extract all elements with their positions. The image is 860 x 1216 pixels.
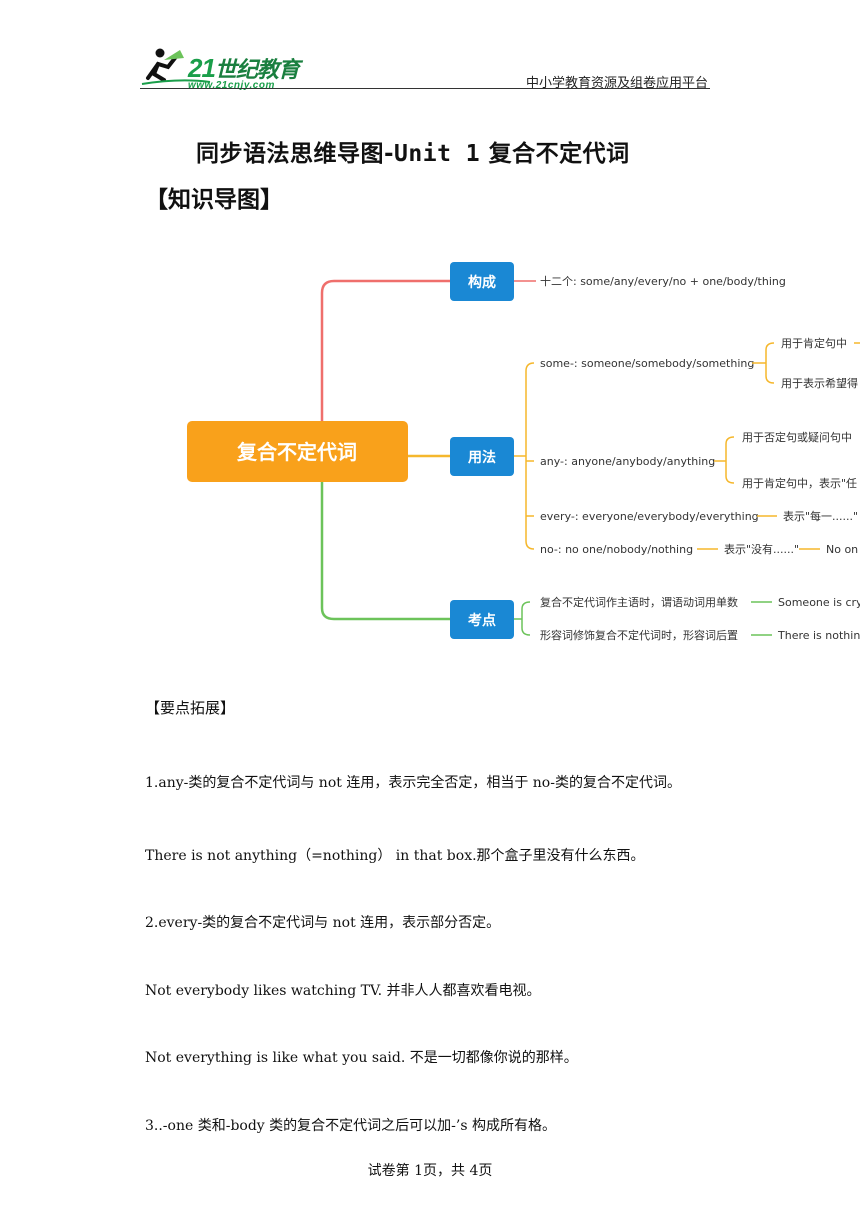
logo-chinese: 世纪教育 [214,57,300,82]
branch-label-construct: 构成 [468,274,496,291]
usage-every-tail: 表示"每一......" [783,509,858,523]
page-title: 同步语法思维导图-Unit 1 复合不定代词 [196,134,630,168]
connector-points [320,482,450,621]
usage-no-tail: 表示"没有......" [724,542,799,556]
paragraph: Not everything is like what you said. 不是… [145,1050,578,1066]
root-node [187,421,408,482]
branch-label-usage: 用法 [468,449,496,466]
title-part2: Unit 1 [394,141,481,167]
paragraph: There is not anything（=nothing） in that … [145,848,645,864]
usage-any-text: any-: anyone/anybody/anything [540,455,715,468]
usage-no-text: no-: no one/nobody/nothing [540,543,693,556]
usage-some-text: some-: someone/somebody/something [540,357,754,370]
title-part3: 复合不定代词 [480,141,630,167]
points-child2-tail: There is nothing [777,629,860,642]
section-heading-points: 【要点拓展】 [145,699,236,717]
branch-label-points: 考点 [468,612,496,629]
usage-bracket [514,362,535,550]
usage-some-sub2: 用于表示希望得 [781,376,858,390]
usage-every-text: every-: everyone/everybody/everything [540,510,759,523]
paragraph: 1.any-类的复合不定代词与 not 连用，表示完全否定，相当于 no-类的复… [145,775,681,791]
section-heading-mindmap: 【知识导图】 [145,187,283,213]
branch-node-points [450,600,514,639]
points-child1-text: 复合不定代词作主语时，谓语动词用单数 [540,595,738,609]
mind-map-diagram: 复合不定代词 构成 用法 考点 十二个: some/any/every/no +… [187,262,860,642]
points-child1-tail: Someone is cryi [778,596,860,609]
logo-text: 21世纪教育 [188,52,300,84]
usage-any-sub1: 用于否定句或疑问句中 [742,430,852,444]
page-footer: 试卷第 1页，共 4页 [367,1163,493,1179]
title-part1: 同步语法思维导图- [196,141,395,167]
root-node-label: 复合不定代词 [236,440,357,464]
platform-label: 中小学教育资源及组卷应用平台 [525,76,708,91]
paragraph: 2.every-类的复合不定代词与 not 连用，表示部分否定。 [145,915,501,931]
usage-any-sub2: 用于肯定句中，表示"任 [742,476,857,490]
usage-some-sub1: 用于肯定句中 [781,336,847,350]
branch-node-construct [450,262,514,301]
points-bracket [514,601,531,636]
connector-construct [320,279,450,422]
paragraph: 3..-one 类和-body 类的复合不定代词之后可以加-’s 构成所有格。 [145,1118,556,1134]
paragraph: Not everybody likes watching TV. 并非人人都喜欢… [145,983,541,999]
points-child2-text: 形容词修饰复合不定代词时，形容词后置 [540,628,738,642]
header-divider [140,88,710,89]
construct-child-text: 十二个: some/any/every/no + one/body/thing [540,274,786,288]
usage-no-tail2: No on [826,543,858,556]
logo-url: www.21cnjy.com [188,80,275,91]
logo-number: 21 [188,53,216,83]
logo-runner-icon [141,48,211,85]
branch-node-usage [450,437,514,476]
